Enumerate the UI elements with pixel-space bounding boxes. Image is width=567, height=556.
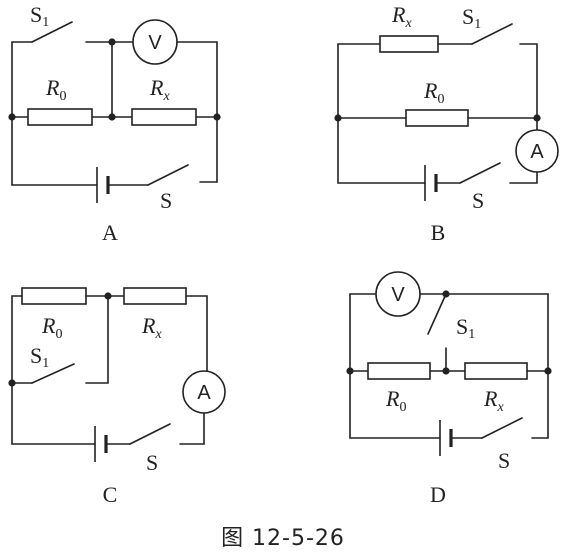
ammeter-c: A xyxy=(182,370,226,414)
circuit-d: V S1 R0 Rx S D xyxy=(346,271,552,507)
resistor-r0-b xyxy=(405,109,469,127)
label-r0-c: R0 xyxy=(41,313,62,342)
switch-s-b xyxy=(459,162,501,184)
label-rx-d: Rx xyxy=(483,386,504,415)
label-r0-a: R0 xyxy=(45,75,66,104)
switch-s1-b xyxy=(471,23,513,45)
resistor-r0-d xyxy=(367,362,431,380)
switch-s1-c xyxy=(31,363,75,384)
ammeter-b-symbol: A xyxy=(530,141,544,163)
label-rx-c: Rx xyxy=(141,313,162,342)
ammeter-b: A xyxy=(515,129,559,173)
resistor-r0-c xyxy=(21,287,87,305)
resistor-rx-d xyxy=(464,362,528,380)
label-r0-b: R0 xyxy=(423,78,444,107)
label-s-c: S xyxy=(146,450,158,475)
label-rx-b: Rx xyxy=(391,2,412,31)
label-s-a: S xyxy=(160,188,172,213)
label-r0-d: R0 xyxy=(385,386,406,415)
panel-label-c: C xyxy=(103,482,118,507)
panel-label-d: D xyxy=(430,482,446,507)
voltmeter-d-symbol: V xyxy=(391,284,405,306)
ammeter-c-symbol: A xyxy=(197,382,211,404)
circuit-b: A Rx S1 R0 S B xyxy=(334,2,559,245)
resistor-rx-a xyxy=(131,108,197,126)
label-s1-a: S1 xyxy=(30,2,49,30)
label-s1-d: S1 xyxy=(456,314,475,342)
panel-label-b: B xyxy=(431,220,446,245)
switch-s-c xyxy=(129,423,171,445)
label-s-d: S xyxy=(498,448,510,473)
switch-s1-a xyxy=(31,21,113,43)
voltmeter-a: V xyxy=(132,19,178,65)
switch-s-d xyxy=(481,417,523,439)
circuit-a: V S1 R0 Rx S A xyxy=(8,2,221,245)
switch-s1-d xyxy=(427,293,447,335)
panel-label-a: A xyxy=(102,220,118,245)
figure-caption: 图 12-5-26 xyxy=(221,526,345,551)
label-s1-b: S1 xyxy=(462,4,481,32)
voltmeter-a-symbol: V xyxy=(148,32,162,54)
label-s-b: S xyxy=(472,188,484,213)
label-rx-a: Rx xyxy=(149,75,170,104)
circuit-c: A R0 Rx S1 S C xyxy=(8,287,226,507)
label-s1-c: S1 xyxy=(30,343,49,371)
resistor-rx-b xyxy=(379,35,439,53)
voltmeter-d: V xyxy=(375,271,421,317)
resistor-r0-a xyxy=(27,108,93,126)
switch-s-a xyxy=(147,164,189,186)
resistor-rx-c xyxy=(123,287,187,305)
